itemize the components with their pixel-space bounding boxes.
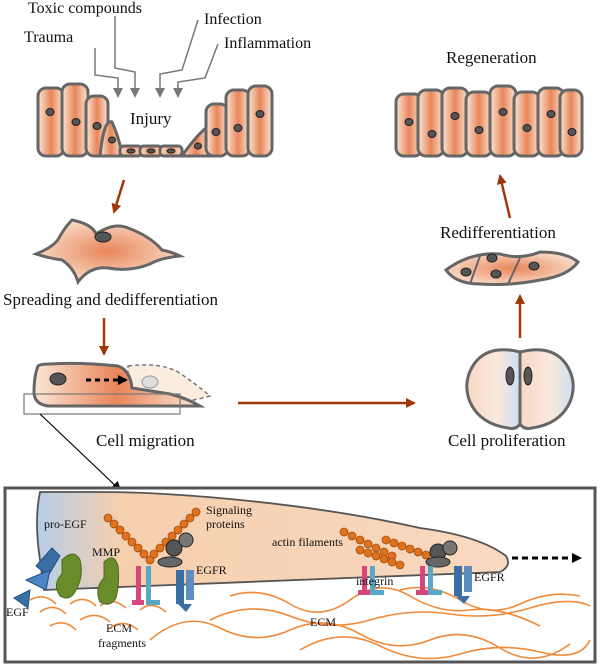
injured-epithelium: Injury [36, 82, 274, 158]
label-injury: Injury [130, 109, 172, 128]
label-regeneration: Regeneration [446, 48, 537, 67]
zoom-arrow [39, 413, 122, 492]
zoom-region-box [23, 393, 181, 415]
spreading-cell-nucleus [94, 231, 112, 243]
arrow-redifferentiation-to-regeneration [496, 174, 512, 219]
label-infection: Infection [204, 11, 262, 28]
label-mmp: MMP [92, 545, 120, 559]
egfr-right [454, 566, 472, 604]
mmp-shape-2 [97, 557, 120, 605]
actin-filaments-left [103, 507, 201, 565]
integrin-left [132, 566, 160, 605]
label-redifferentiation: Redifferentiation [440, 223, 556, 242]
label-cell-proliferation: Cell proliferation [448, 431, 566, 450]
label-cell-migration: Cell migration [96, 431, 195, 450]
signaling-protein-1 [165, 539, 183, 557]
label-actin-filaments: actin filaments [272, 535, 343, 549]
egfr-left [176, 570, 194, 612]
injury-cause-labels: Toxic compounds Trauma Infection Inflamm… [24, 0, 311, 52]
label-egf: EGF [6, 605, 29, 619]
label-pro-egf: pro-EGF [44, 517, 87, 531]
label-egfr-right: EGFR [474, 570, 505, 584]
signaling-protein-2 [178, 532, 194, 548]
redifferentiating-cells [443, 250, 581, 286]
injury-cause-arrows [94, 16, 219, 98]
proliferating-cells [465, 348, 575, 430]
label-ecm-fragments-1: ECM [106, 621, 132, 635]
label-ecm-fragments-2: fragments [98, 636, 146, 650]
label-signaling-1: Signaling [206, 503, 252, 517]
migration-detail-panel: pro-EGF MMP EGF ECM fragments Signaling … [3, 486, 597, 664]
spreading-cell [31, 218, 186, 286]
label-spreading: Spreading and dedifferentiation [3, 290, 218, 309]
label-egfr-left: EGFR [196, 563, 227, 577]
mmp-shape-1 [56, 553, 82, 599]
integrin-right [358, 566, 442, 595]
label-inflammation: Inflammation [224, 35, 311, 52]
label-integrin: integrin [356, 574, 393, 588]
label-signaling-2: proteins [206, 517, 245, 531]
egf-shape [13, 589, 31, 609]
signaling-protein-4 [442, 540, 458, 556]
label-toxic-compounds: Toxic compounds [28, 0, 142, 17]
arrow-injury-to-spreading [111, 179, 126, 214]
migrating-cell [23, 361, 212, 415]
label-ecm: ECM [310, 615, 336, 629]
actin-filaments-right [339, 527, 431, 570]
label-trauma: Trauma [24, 29, 73, 46]
regenerated-epithelium [394, 84, 584, 158]
